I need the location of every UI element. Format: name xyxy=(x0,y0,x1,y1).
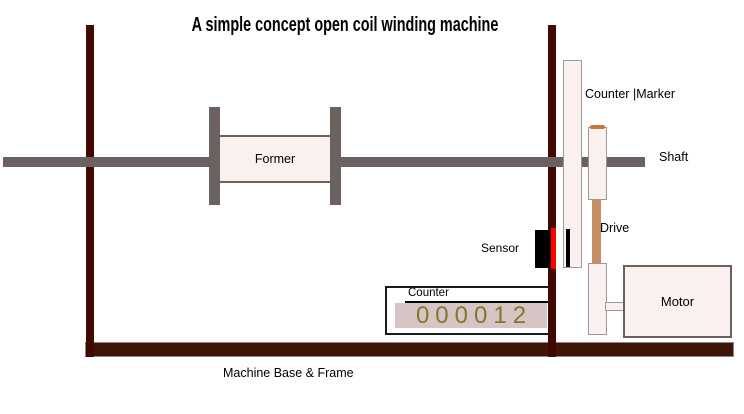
counter-marker-label: Counter |Marker xyxy=(585,87,676,101)
motor-pulley xyxy=(588,263,607,335)
frame-left-post xyxy=(86,25,94,357)
pulley-cap xyxy=(590,125,605,129)
frame-right-post xyxy=(548,25,556,357)
shaft-label: Shaft xyxy=(659,150,689,164)
sensor-label: Sensor xyxy=(481,241,520,255)
drive-label: Drive xyxy=(600,221,630,235)
former-label: Former xyxy=(254,152,296,166)
sensor-body xyxy=(535,230,550,268)
counter-display: 000012 xyxy=(395,303,547,328)
shaft-pulley xyxy=(588,127,607,200)
motor-box: Motor xyxy=(623,265,732,338)
motor-label: Motor xyxy=(660,294,695,309)
counter-underline xyxy=(405,301,550,303)
motor-coupling xyxy=(605,302,625,311)
former-body: Former xyxy=(218,135,332,183)
frame-base-bar xyxy=(85,342,734,357)
counter-label: Counter xyxy=(408,287,449,299)
sensor-stripe xyxy=(551,228,556,269)
former-right-flange xyxy=(330,107,341,205)
machine-base-label: Machine Base & Frame xyxy=(223,366,354,380)
disc-marker-line xyxy=(566,229,570,267)
counter-marker-disc xyxy=(563,60,582,268)
drive-belt xyxy=(592,200,601,263)
former-left-flange xyxy=(209,107,220,205)
counter-value: 000012 xyxy=(415,301,533,329)
diagram-title: A simple concept open coil winding machi… xyxy=(191,14,499,36)
